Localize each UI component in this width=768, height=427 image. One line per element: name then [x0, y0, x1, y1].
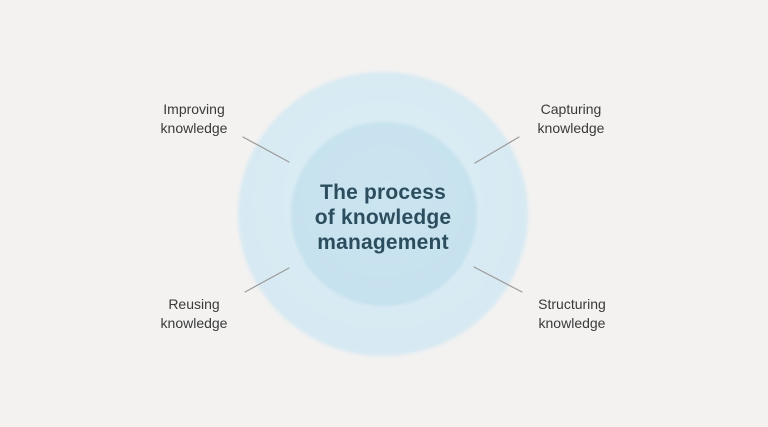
label-structuring-knowledge: Structuring knowledge	[538, 295, 606, 333]
diagram-title-line-2: of knowledge	[314, 206, 452, 229]
label-capturing-line-1: Capturing	[540, 101, 602, 117]
label-improving-line-1: Improving	[163, 101, 225, 117]
diagram-title: The process of knowledge management	[315, 180, 452, 255]
inner-circle	[291, 122, 477, 306]
label-structuring-line-2: knowledge	[538, 315, 606, 331]
label-reusing-line-2: knowledge	[160, 315, 228, 331]
diagram-title-line-3: management	[317, 231, 449, 254]
label-improving-knowledge: Improving knowledge	[161, 100, 228, 138]
label-reusing-knowledge: Reusing knowledge	[161, 295, 228, 333]
label-improving-line-2: knowledge	[160, 120, 228, 136]
label-structuring-line-1: Structuring	[538, 296, 606, 312]
label-capturing-knowledge: Capturing knowledge	[538, 100, 605, 138]
diagram-title-line-1: The process	[320, 181, 446, 204]
label-capturing-line-2: knowledge	[537, 120, 605, 136]
label-reusing-line-1: Reusing	[168, 296, 220, 312]
